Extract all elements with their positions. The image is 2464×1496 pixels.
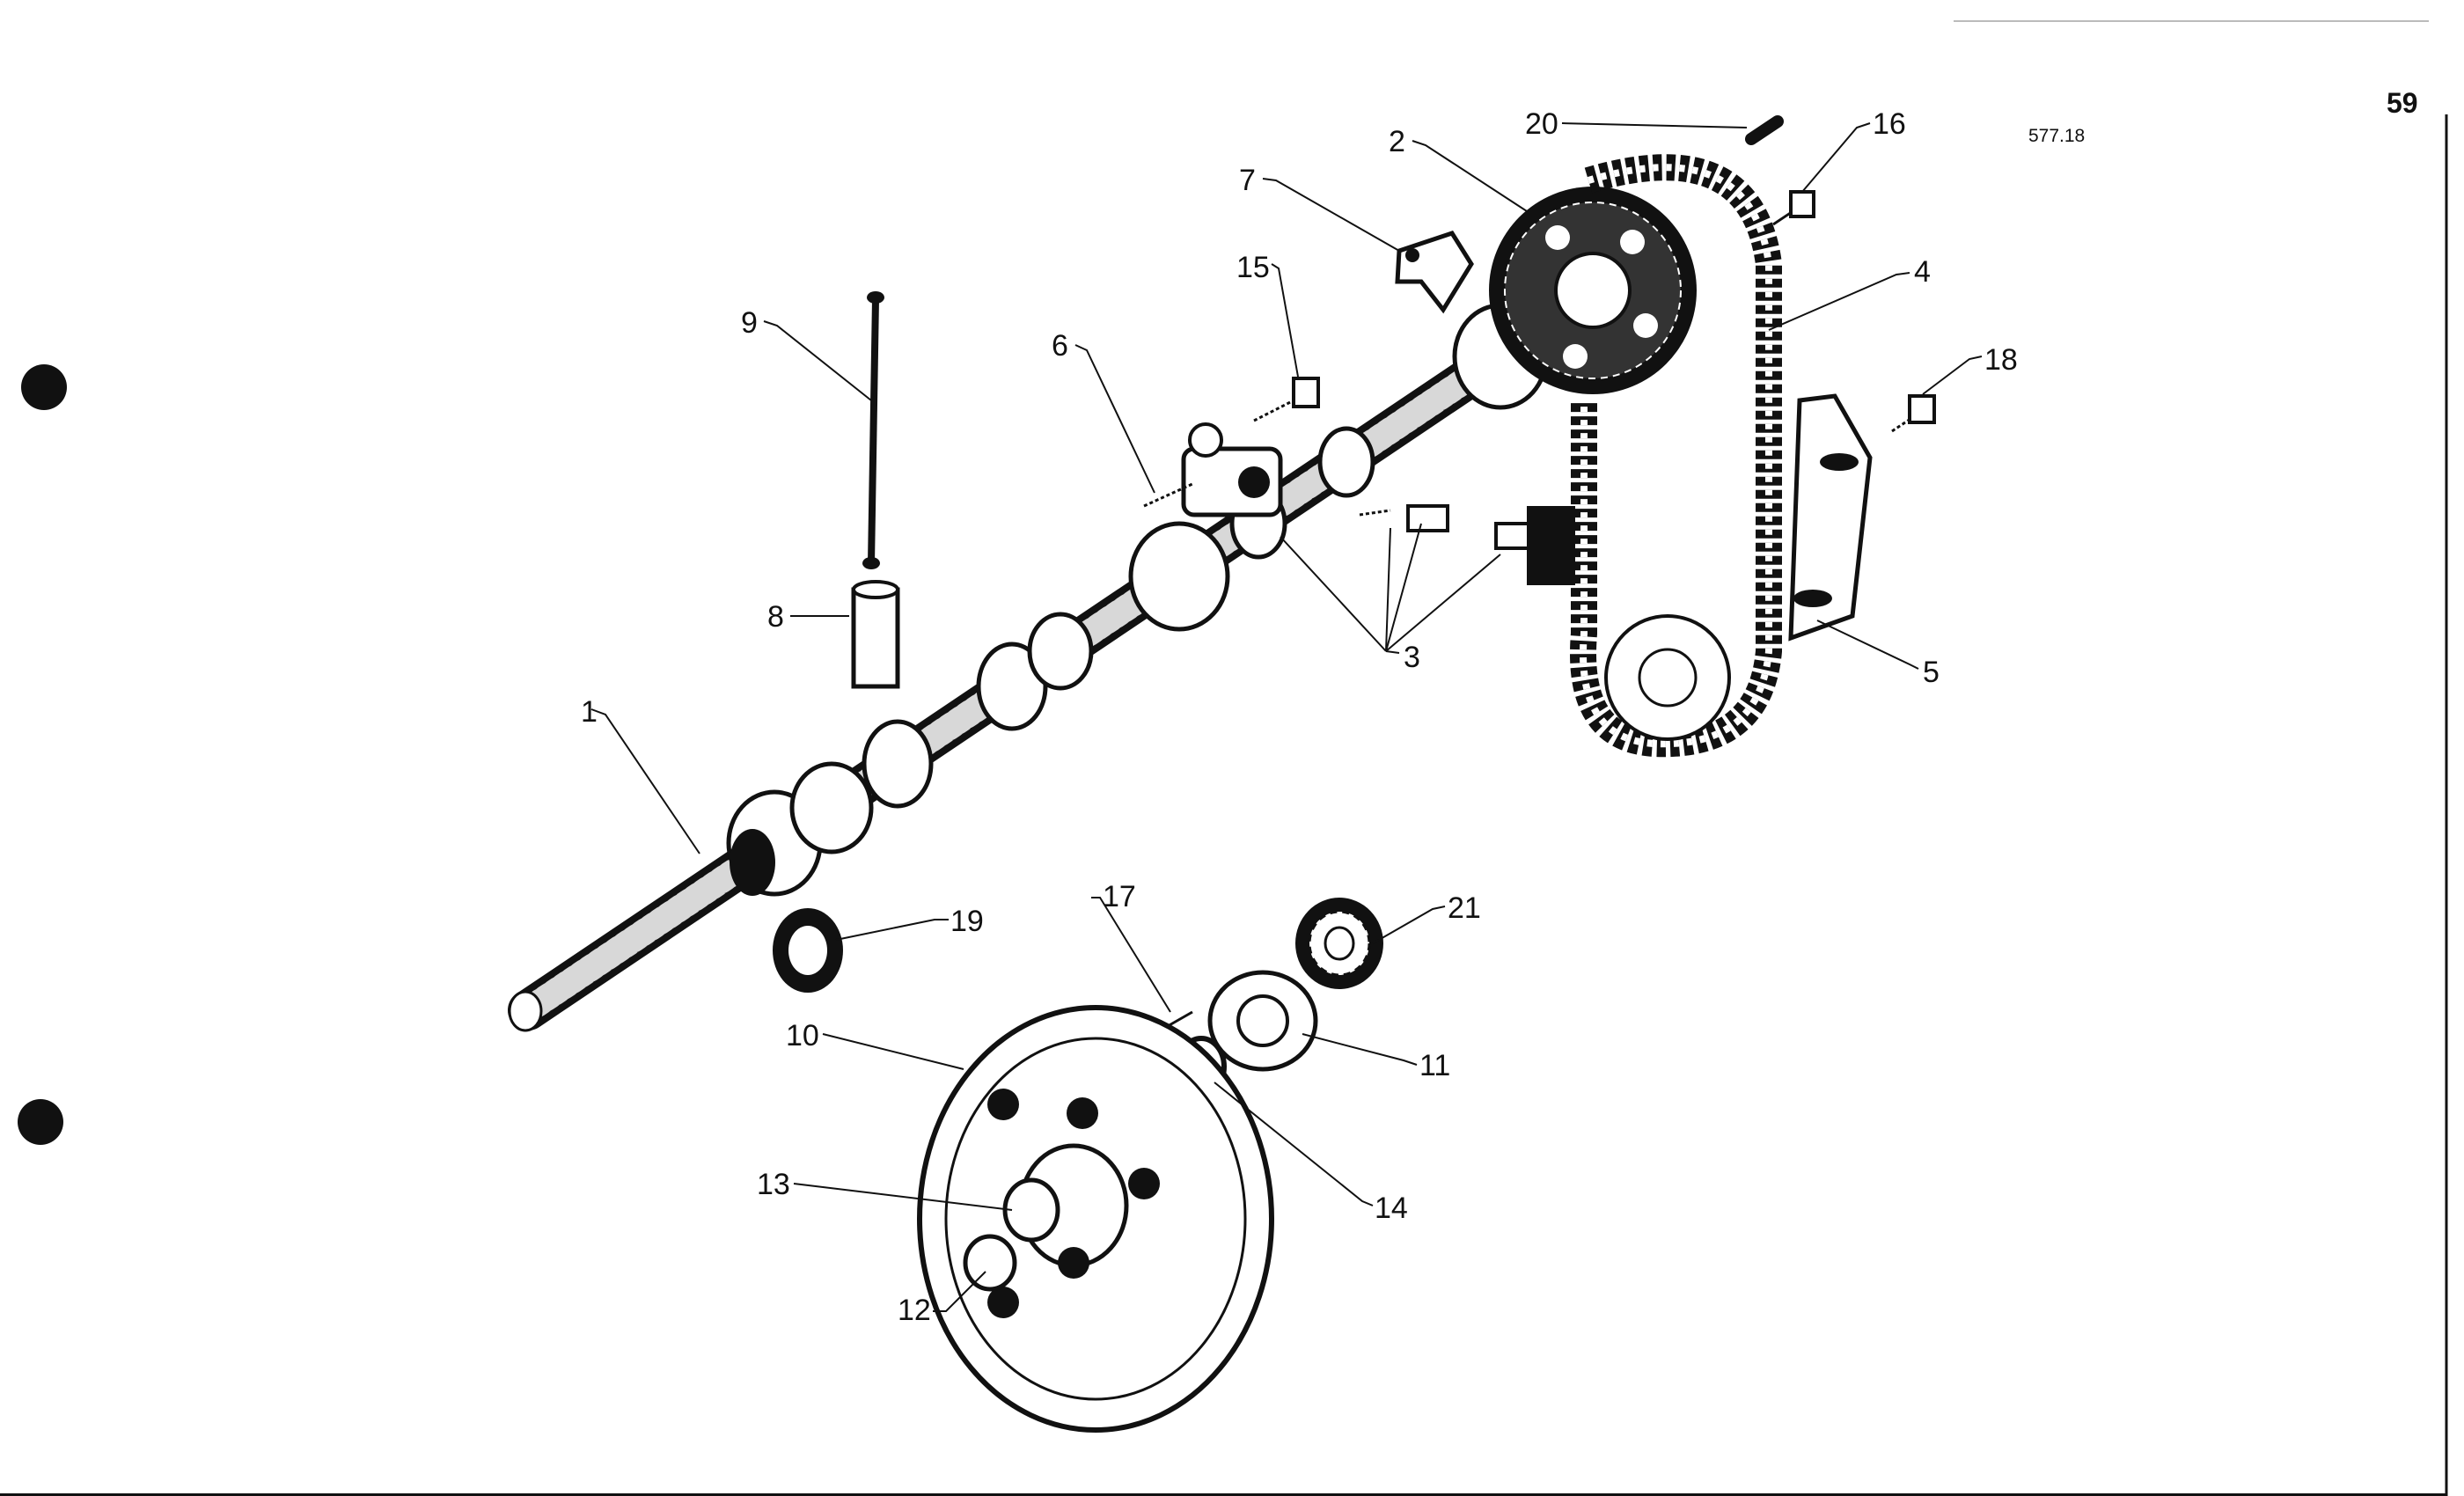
leader-5 xyxy=(1816,620,1919,670)
callout-20: 20 xyxy=(1525,107,1558,141)
leader-11 xyxy=(1302,1033,1418,1066)
chain-tensioner xyxy=(1788,393,1873,642)
callout-1: 1 xyxy=(581,695,598,729)
leader-13 xyxy=(793,1183,1013,1211)
callout-21: 21 xyxy=(1448,891,1481,925)
nut-12 xyxy=(963,1234,1017,1292)
callout-16: 16 xyxy=(1873,107,1906,141)
leader-19 xyxy=(835,919,949,941)
camshaft xyxy=(508,266,1609,1032)
callout-5: 5 xyxy=(1923,656,1940,689)
ball-bearing xyxy=(1295,898,1383,989)
leader-15 xyxy=(1271,263,1299,378)
leader-12 xyxy=(933,1271,986,1312)
leader-14 xyxy=(1214,1082,1374,1206)
callout-19: 19 xyxy=(950,905,984,938)
leader-1 xyxy=(590,708,700,854)
callout-12: 12 xyxy=(898,1294,931,1327)
bolt-16 xyxy=(1772,190,1815,226)
leader-2 xyxy=(1412,140,1528,212)
pushrod xyxy=(862,291,884,569)
leader-6 xyxy=(1074,344,1155,494)
callout-7: 7 xyxy=(1239,164,1256,197)
leader-21 xyxy=(1372,906,1446,944)
punch-hole-top xyxy=(21,364,67,410)
leader-20 xyxy=(1561,122,1748,128)
bolt-15 xyxy=(1253,377,1320,422)
leader-16 xyxy=(1801,122,1871,193)
bolt-6 xyxy=(1143,482,1193,508)
callout-14: 14 xyxy=(1375,1192,1408,1225)
callout-3: 3 xyxy=(1404,641,1420,674)
callout-6: 6 xyxy=(1052,329,1068,363)
bolt-18 xyxy=(1891,394,1936,433)
callout-9: 9 xyxy=(741,306,758,340)
leader-4 xyxy=(1768,272,1910,331)
flange-11 xyxy=(1207,970,1318,1072)
callout-18: 18 xyxy=(1984,343,2018,377)
callout-4: 4 xyxy=(1914,255,1931,289)
leader-10 xyxy=(822,1033,964,1070)
bearing-housing xyxy=(1181,422,1283,517)
callout-2: 2 xyxy=(1389,125,1405,158)
thrust-plate xyxy=(1395,231,1474,314)
callout-13: 13 xyxy=(757,1168,790,1201)
callout-15: 15 xyxy=(1236,251,1270,284)
callout-10: 10 xyxy=(786,1019,819,1052)
springs-plungers-3 xyxy=(1359,504,1575,585)
leader-3a xyxy=(1280,536,1387,652)
tappet xyxy=(851,580,900,689)
leader-3c xyxy=(1385,523,1422,652)
leader-3d xyxy=(1385,554,1501,652)
page-number: 59 xyxy=(2387,87,2418,119)
washer-13 xyxy=(1002,1177,1060,1243)
oil-seal xyxy=(773,908,843,993)
callout-8: 8 xyxy=(767,600,784,634)
figure-reference: 577.18 xyxy=(2028,126,2085,146)
callout-17: 17 xyxy=(1103,880,1136,913)
pin-20 xyxy=(1745,115,1784,145)
leader-17 xyxy=(1091,897,1171,1013)
leader-7 xyxy=(1262,178,1400,252)
punch-hole-bottom xyxy=(18,1099,63,1145)
leader-3e xyxy=(1385,650,1400,654)
pulley xyxy=(917,1005,1274,1433)
timing-chain xyxy=(1570,154,1782,758)
callout-11: 11 xyxy=(1419,1049,1450,1082)
leader-18 xyxy=(1922,356,1983,395)
leader-9 xyxy=(763,320,872,401)
camshaft-sprocket xyxy=(1489,187,1697,394)
leader-3b xyxy=(1385,527,1391,652)
